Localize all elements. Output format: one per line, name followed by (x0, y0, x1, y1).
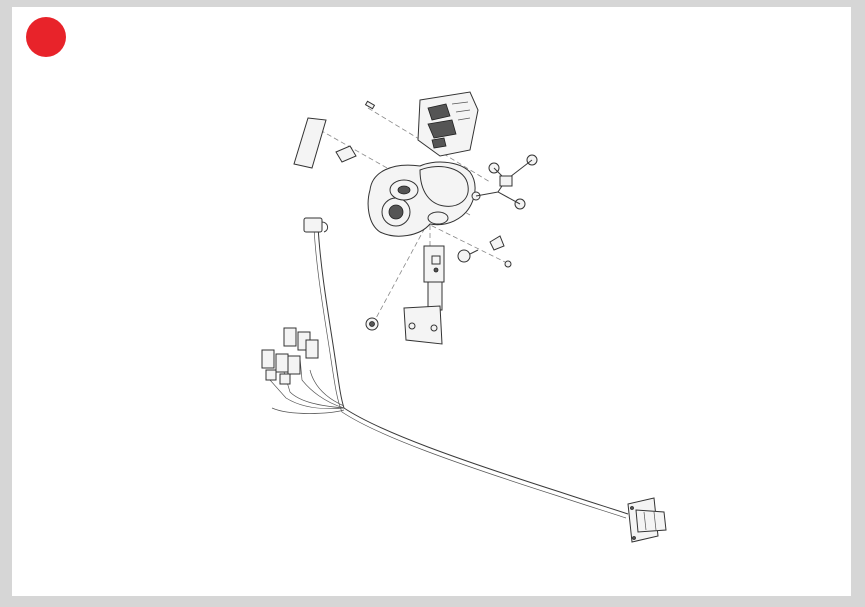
round-connector-part (365, 317, 379, 331)
end-plug-connector (627, 497, 667, 543)
terminal-connectors (261, 327, 319, 385)
label-sheet-part (417, 91, 479, 157)
flat-plate-part (293, 117, 327, 169)
pad-part (335, 145, 357, 163)
wiring-harness (269, 217, 629, 519)
control-housing-part (367, 161, 476, 237)
linkage-arm-part (471, 154, 538, 210)
shaft-column-part (423, 245, 445, 311)
mounting-bracket-part (403, 305, 443, 345)
screw-part (364, 100, 376, 110)
status-dot-icon (26, 17, 66, 57)
cap-parts (457, 235, 512, 268)
